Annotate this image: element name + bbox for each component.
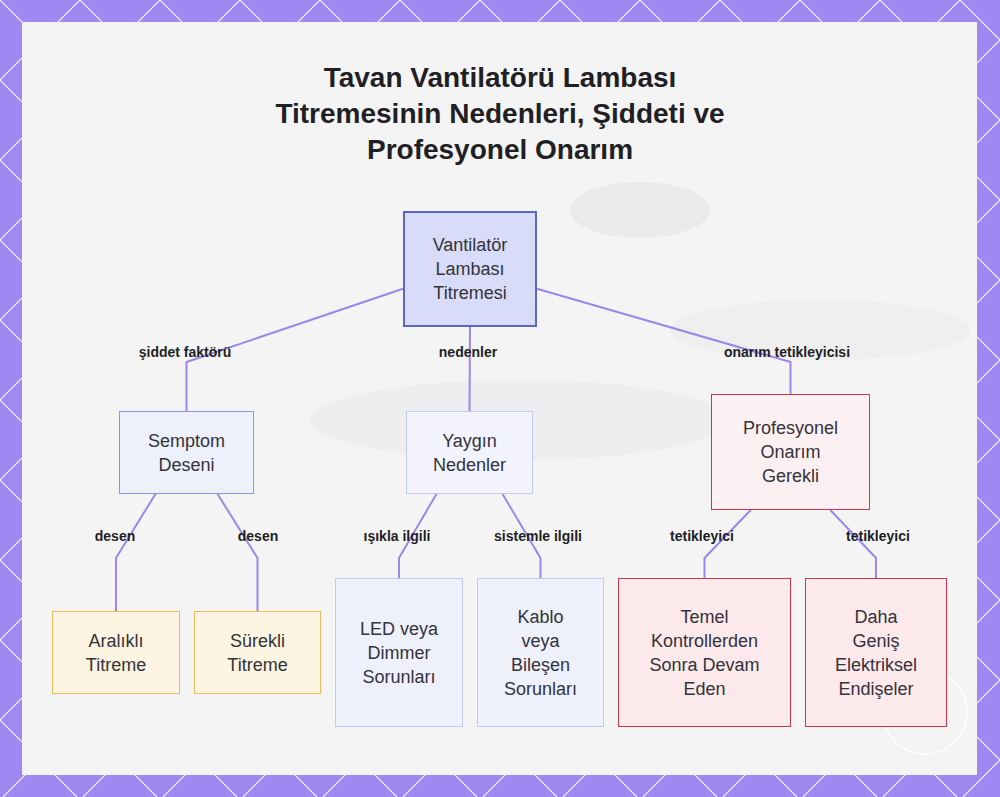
node-text: Kablo veya Bileşen Sorunları [501,605,581,701]
edge-label: tetikleyici [670,527,734,545]
pattern-box: Aralıklı Titreme [52,611,180,694]
category-box: Semptom Deseni [119,411,254,494]
node-text: LED veya Dimmer Sorunları [344,617,454,689]
edge-label: tetikleyici [846,527,910,545]
connector-line [537,289,791,394]
connector [218,494,258,611]
trigger-box: Temel Kontrollerden Sonra Devam Eden [618,578,791,727]
pattern-box: Sürekli Titreme [194,611,321,694]
connector [537,289,791,394]
trigger-box: Daha Geniş Elektriksel Endişeler [805,578,947,727]
node-text: Sürekli Titreme [208,629,308,677]
root-box: Vantilatör Lambası Titremesi [403,211,537,327]
alert-box: Profesyonel Onarım Gerekli [711,394,870,510]
node-text: Temel Kontrollerden Sonra Devam Eden [642,605,767,701]
edge-label: ışıkla ilgili [364,527,431,545]
node-text: Profesyonel Onarım Gerekli [736,416,846,488]
edge-label: şiddet faktörü [139,343,232,361]
diagram-title: Tavan Vantilatörü Lambası Titremesinin N… [260,60,740,168]
category-box: Yaygın Nedenler [406,411,533,494]
node-text: Semptom Deseni [137,429,237,477]
connector [116,494,155,611]
node-text: Yaygın Nedenler [425,429,515,477]
connector-line [469,327,472,411]
node-text: Daha Geniş Elektriksel Endişeler [831,605,921,701]
cause-box: Kablo veya Bileşen Sorunları [477,578,604,727]
edge-label: sistemle ilgili [494,527,582,545]
node-text: Aralıklı Titreme [66,629,166,677]
connector-line [116,494,155,611]
edge-label: onarım tetikleyicisi [724,343,850,361]
node-text: Vantilatör Lambası Titremesi [415,233,525,305]
edge-label: desen [95,527,135,545]
edge-label: nedenler [439,343,497,361]
cause-box: LED veya Dimmer Sorunları [335,578,463,727]
edge-label: desen [238,527,278,545]
connector [469,327,471,411]
connector-line [218,494,258,611]
